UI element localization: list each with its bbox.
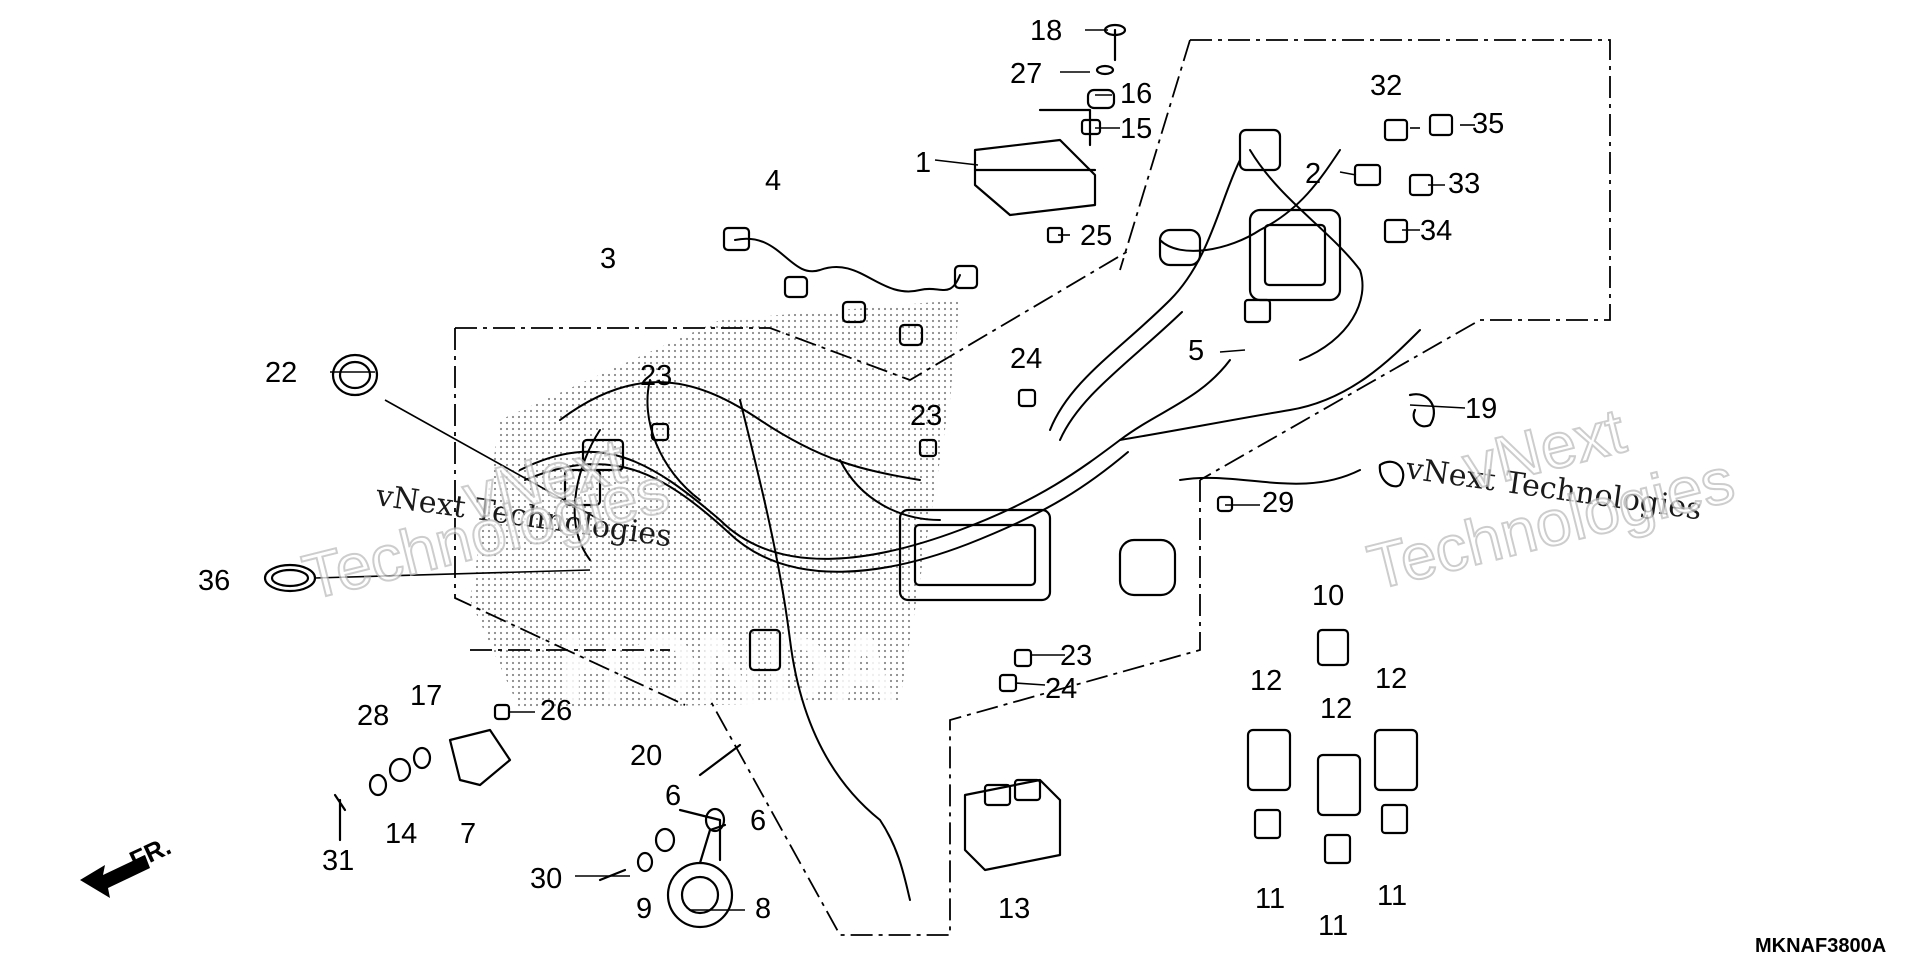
- callout-12b: 12: [1320, 693, 1352, 725]
- callout-8: 8: [755, 893, 771, 925]
- control-module: [963, 778, 1062, 872]
- callout-15: 15: [1120, 113, 1152, 145]
- callout-12c: 12: [1375, 663, 1407, 695]
- callout-14: 14: [385, 818, 417, 850]
- relays-and-fuses: [1243, 113, 1454, 865]
- drawing-code: MKNAF3800A: [1755, 935, 1886, 957]
- callout-27: 27: [1010, 58, 1042, 90]
- callout-23b: 23: [910, 400, 942, 432]
- main-wire-harness: [519, 128, 1421, 901]
- callout-5: 5: [1188, 335, 1204, 367]
- callout-4: 4: [765, 165, 781, 197]
- callout-16: 16: [1120, 78, 1152, 110]
- callout-33: 33: [1448, 168, 1480, 200]
- callout-12a: 12: [1250, 665, 1282, 697]
- fasteners: [333, 388, 1234, 882]
- front-direction-arrow-icon: FR.: [80, 831, 176, 898]
- callout-17: 17: [410, 680, 442, 712]
- sub-harness: [722, 226, 979, 347]
- callout-29: 29: [1262, 487, 1294, 519]
- callout-32: 32: [1370, 70, 1402, 102]
- callout-20: 20: [630, 740, 662, 772]
- control-unit: [973, 108, 1097, 217]
- callout-25: 25: [1080, 220, 1112, 252]
- callout-11a: 11: [1255, 883, 1285, 915]
- callout-2: 2: [1305, 158, 1321, 190]
- callout-23a: 23: [640, 360, 672, 392]
- watermark: vNext Technologies vNext Technologies vN…: [295, 393, 1742, 614]
- callout-26: 26: [540, 695, 572, 727]
- callout-30: 30: [530, 863, 562, 895]
- callout-18: 18: [1030, 15, 1062, 47]
- callout-13: 13: [998, 893, 1030, 925]
- callout-24a: 24: [1010, 343, 1042, 375]
- callout-28: 28: [357, 700, 389, 732]
- callout-22: 22: [265, 357, 297, 389]
- callout-24b: 24: [1045, 673, 1077, 705]
- callout-11c: 11: [1377, 880, 1407, 912]
- callout-36: 36: [198, 565, 230, 597]
- callout-31: 31: [322, 845, 354, 877]
- background-logo-dots: HONDA: [470, 300, 960, 720]
- callout-10: 10: [1312, 580, 1344, 612]
- bracket: [448, 728, 512, 787]
- callout-7: 7: [460, 818, 476, 850]
- callout-numbers: 1 2 3 4 5 6 6 7 8 9 10 11 11 11 12 12 12…: [198, 15, 1504, 942]
- background-logo-text: HONDA: [560, 618, 897, 720]
- callout-23c: 23: [1060, 640, 1092, 672]
- callout-1: 1: [915, 147, 931, 179]
- callout-3: 3: [600, 243, 616, 275]
- callout-6a: 6: [665, 780, 681, 812]
- bands-and-clamps: [263, 353, 1436, 593]
- callout-19: 19: [1465, 393, 1497, 425]
- callout-35: 35: [1472, 108, 1504, 140]
- callout-11b: 11: [1318, 910, 1348, 942]
- callout-9: 9: [636, 893, 652, 925]
- callout-34: 34: [1420, 215, 1452, 247]
- mounting-hardware: [1046, 23, 1127, 244]
- callout-6b: 6: [750, 805, 766, 837]
- group-outlines: [454, 39, 1611, 936]
- leader-lines: [314, 29, 1475, 911]
